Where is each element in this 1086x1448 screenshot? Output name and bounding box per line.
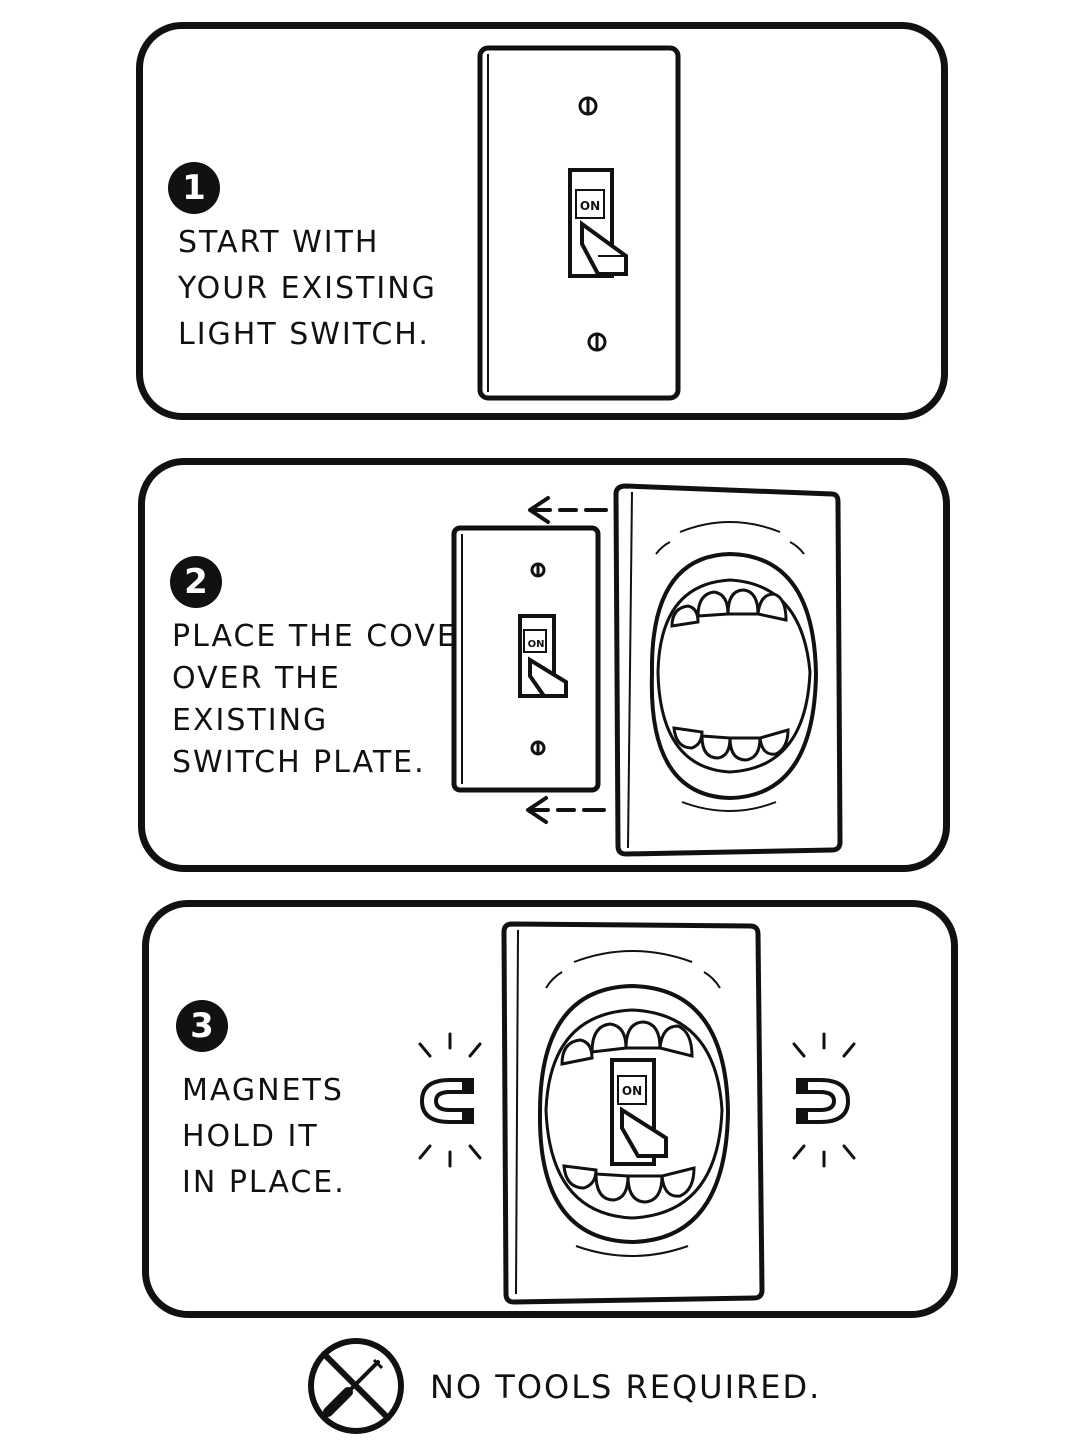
arrows-left	[526, 496, 608, 824]
step-3-badge: 3	[176, 1000, 228, 1052]
toggle-icon	[568, 168, 628, 278]
screw-icon	[530, 562, 546, 578]
step-2-line-4: SWITCH PLATE.	[172, 745, 426, 780]
mouth-cover	[613, 483, 843, 857]
upper-teeth	[670, 588, 788, 628]
switch-on-label: ON	[528, 639, 545, 650]
screw-icon	[530, 740, 546, 756]
step-1-text: START WITH YOUR EXISTING LIGHT SWITCH.	[178, 220, 437, 358]
step-1-line-1: START WITH	[178, 225, 380, 260]
arrow-left-icon	[528, 496, 608, 524]
toggle-icon	[610, 1058, 668, 1166]
light-switch-plate: ON	[477, 45, 681, 401]
magnet-icon	[796, 1078, 851, 1124]
step-2-badge: 2	[170, 556, 222, 608]
step-1-badge: 1	[168, 162, 220, 214]
switch-plate-small: ON	[451, 525, 601, 793]
magnet-right	[792, 1032, 856, 1168]
step-2-line-3: EXISTING	[172, 703, 329, 738]
footer-text: NO TOOLS REQUIRED.	[430, 1368, 822, 1406]
toggle-icon	[518, 614, 568, 698]
step-3-text: MAGNETS HOLD IT IN PLACE.	[182, 1068, 346, 1206]
upper-teeth	[560, 1020, 694, 1066]
magnet-icon	[419, 1078, 474, 1124]
switch-on-label: ON	[622, 1084, 642, 1098]
step-3-line-2: HOLD IT	[182, 1119, 319, 1154]
step-1-line-2: YOUR EXISTING	[178, 271, 437, 306]
screw-icon	[578, 96, 598, 116]
mouth-cover-installed: ON	[501, 921, 765, 1305]
magnet-left	[418, 1032, 482, 1168]
lower-teeth	[672, 726, 790, 762]
arrow-left-icon	[526, 796, 606, 824]
screw-icon	[587, 332, 607, 352]
step-1-line-3: LIGHT SWITCH.	[178, 317, 430, 352]
step-3-line-1: MAGNETS	[182, 1073, 344, 1108]
step-2-line-2: OVER THE	[172, 661, 341, 696]
switch-on-label: ON	[580, 199, 600, 213]
step-2-text: PLACE THE COVER OVER THE EXISTING SWITCH…	[172, 616, 481, 784]
no-screwdriver-icon	[308, 1338, 404, 1434]
step-2-line-1: PLACE THE COVER	[172, 619, 481, 654]
lower-teeth	[562, 1164, 696, 1204]
step-3-line-3: IN PLACE.	[182, 1165, 346, 1200]
